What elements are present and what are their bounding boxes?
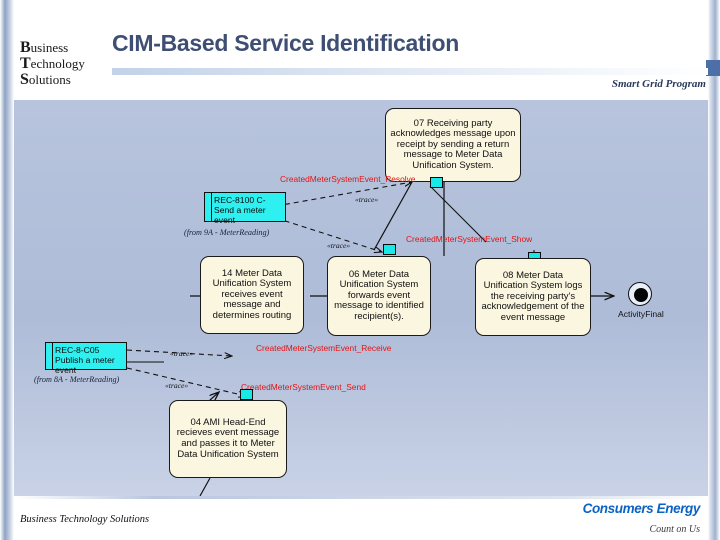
bts-logo-line3-rest: olutions xyxy=(28,72,71,87)
service-label-resolve: CreatedMeterSystemEvent_Resolve xyxy=(280,174,416,184)
requirement-note-rec-8-c05: (from 8A - MeterReading) xyxy=(34,375,120,384)
slide-left-edge-decoration xyxy=(0,0,14,540)
brand-name: Consumers Energy xyxy=(582,501,701,516)
bts-logo: Business Technology Solutions xyxy=(20,40,112,88)
trace-label-1: «trace» xyxy=(355,195,379,204)
trace-label-4: «trace» xyxy=(165,381,189,390)
bts-logo-line2-cap: T xyxy=(20,55,31,72)
slide-right-edge-decoration xyxy=(708,0,720,540)
bts-logo-line2-rest: echnology xyxy=(30,56,85,71)
brand-tagline: Count on Us xyxy=(649,524,700,535)
activity-node-06[interactable]: 06 Meter Data Unification System forward… xyxy=(327,256,431,336)
page-title: CIM-Based Service Identification xyxy=(112,30,459,56)
activity-final-inner xyxy=(634,288,648,302)
header-divider xyxy=(112,68,708,75)
activity-node-07[interactable]: 07 Receiving party acknowledges message … xyxy=(385,108,521,182)
trace-label-2: «trace» xyxy=(327,241,351,250)
activity-final-node[interactable] xyxy=(628,282,652,306)
bts-logo-line1-rest: usiness xyxy=(30,40,69,55)
port-pin-07[interactable] xyxy=(430,177,443,188)
activity-node-14[interactable]: 14 Meter Data Unification System receive… xyxy=(200,256,304,334)
bts-logo-line3-cap: S xyxy=(20,71,29,88)
diagram-content: 07 Receiving party acknowledges message … xyxy=(14,100,708,497)
bts-logo-line1-cap: B xyxy=(20,39,31,56)
port-pin-send[interactable] xyxy=(240,389,253,400)
requirement-box-rec-8-c05[interactable]: REC-8-C05 Publish a meter event xyxy=(45,342,127,375)
activity-node-04[interactable]: 04 AMI Head-End recieves event message a… xyxy=(169,400,287,478)
service-label-receive: CreatedMeterSystemEvent_Receive xyxy=(256,343,392,353)
service-label-send: CreatedMeterSystemEvent_Send xyxy=(241,382,366,392)
header-band xyxy=(14,0,708,26)
activity-final-label: ActivityFinal xyxy=(618,309,664,319)
activity-node-08[interactable]: 08 Meter Data Unification System logs th… xyxy=(475,258,591,336)
requirement-box-rec-8100[interactable]: REC-8100 C-Send a meter event xyxy=(204,192,286,225)
footer-text: Business Technology Solutions xyxy=(20,514,150,525)
requirement-note-rec-8100: (from 9A - MeterReading) xyxy=(184,228,270,237)
service-label-show: CreatedMeterSystemEvent_Show xyxy=(406,234,533,244)
trace-label-3: «trace» xyxy=(170,349,194,358)
footer-divider xyxy=(14,496,708,499)
header-accent-tab xyxy=(706,60,720,76)
diagram-canvas: 07 Receiving party acknowledges message … xyxy=(14,100,708,497)
port-pin-show[interactable] xyxy=(383,244,396,255)
header-subtitle: Smart Grid Program xyxy=(611,78,706,90)
